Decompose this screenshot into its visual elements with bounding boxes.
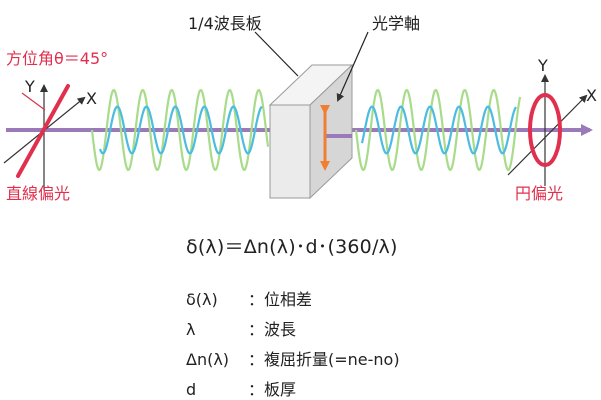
legend-row: d ：板厚 [186, 376, 296, 400]
optic-axis-label: 光学軸 [372, 14, 421, 33]
circular-polarization-label: 円偏光 [515, 184, 564, 203]
plate-leader-line [254, 31, 299, 77]
green-wave-after-plate [354, 88, 522, 172]
plate-label: 1/4波長板 [188, 14, 262, 33]
legend-row: λ ：波長 [186, 316, 296, 340]
optic-axis-leader-line [336, 31, 369, 102]
blue-wave-after-plate [360, 105, 517, 155]
left-x-label: X [86, 89, 97, 108]
legend-row: Δn(λ) ：複屈折量(=ne-no) [186, 346, 400, 370]
azimuth-label: 方位角θ＝45° [6, 49, 109, 68]
linear-polarization-line [16, 84, 70, 178]
plate-front-face [269, 104, 311, 199]
right-y-label: Y [538, 56, 548, 75]
right-x-axis [507, 94, 588, 176]
legend-desc: ：板厚 [248, 380, 297, 399]
legend-row: δ(λ) ：位相差 [186, 286, 312, 310]
legend-desc: ：波長 [248, 320, 297, 339]
legend-term: d [186, 380, 197, 399]
left-y-label: Y [25, 77, 35, 96]
green-wave-before-plate [90, 88, 270, 172]
legend-term: δ(λ) [186, 290, 218, 309]
azimuth-leader-line [21, 92, 46, 111]
retardation-formula: δ(λ)＝Δn(λ)･d･(360/λ) [186, 236, 398, 258]
blue-wave-before-plate [98, 105, 263, 155]
circular-polarization-ellipse [528, 93, 562, 167]
left-axes [3, 84, 86, 190]
legend-term: Δn(λ) [186, 350, 230, 369]
legend-desc: ：位相差 [248, 290, 313, 309]
right-x-label: X [586, 86, 597, 105]
legend-term: λ [186, 320, 196, 339]
quarter-wave-plate [268, 63, 354, 200]
legend-desc: ：複屈折量(=ne-no) [248, 350, 400, 369]
linear-polarization-label: 直線偏光 [6, 184, 71, 203]
